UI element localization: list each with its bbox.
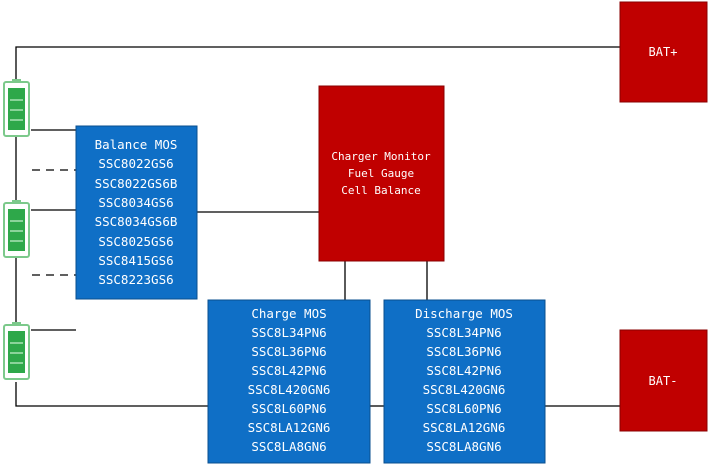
discharge-mos-box <box>383 299 546 464</box>
bat-negative-terminal: BAT- <box>619 329 708 432</box>
balance-mos-block: Balance MOS SSC8022GS6 SSC8022GS6B SSC80… <box>75 125 198 300</box>
controller-block: Charger Monitor Fuel Gauge Cell Balance <box>318 85 445 262</box>
discharge-mos-part: SSC8L420GN6 <box>423 382 506 397</box>
charge-mos-title: Charge MOS <box>251 306 326 321</box>
charge-mos-part: SSC8LA12GN6 <box>248 420 331 435</box>
discharge-mos-part: SSC8L34PN6 <box>426 325 501 340</box>
balance-mos-part: SSC8034GS6 <box>98 195 173 210</box>
battery-cell-icon <box>3 322 30 380</box>
charge-mos-part: SSC8LA8GN6 <box>251 439 326 454</box>
balance-mos-part: SSC8415GS6 <box>98 253 173 268</box>
charge-mos-part: SSC8L36PN6 <box>251 344 326 359</box>
controller-box <box>318 85 445 262</box>
balance-mos-part: SSC8034GS6B <box>95 214 178 229</box>
balance-mos-part: SSC8022GS6 <box>98 156 173 171</box>
charge-mos-part: SSC8L60PN6 <box>251 401 326 416</box>
balance-mos-part: SSC8223GS6 <box>98 272 173 287</box>
discharge-mos-part: SSC8L42PN6 <box>426 363 501 378</box>
charge-mos-block: Charge MOS SSC8L34PN6 SSC8L36PN6 SSC8L42… <box>207 299 371 464</box>
bat-positive-label: BAT+ <box>649 45 678 59</box>
balance-mos-part: SSC8022GS6B <box>95 176 178 191</box>
charge-mos-part: SSC8L34PN6 <box>251 325 326 340</box>
balance-mos-title: Balance MOS <box>95 137 178 152</box>
charge-mos-box <box>207 299 371 464</box>
discharge-mos-title: Discharge MOS <box>415 306 513 321</box>
bat-positive-terminal: BAT+ <box>619 1 708 103</box>
controller-line: Fuel Gauge <box>348 167 414 180</box>
discharge-mos-part: SSC8L36PN6 <box>426 344 501 359</box>
battery-cells <box>3 79 30 380</box>
wire-bottom-rail <box>15 382 208 407</box>
discharge-mos-part: SSC8L60PN6 <box>426 401 501 416</box>
controller-line: Charger Monitor <box>331 150 431 163</box>
battery-cell-icon <box>3 200 30 258</box>
bat-negative-box <box>619 329 708 432</box>
wire-bat-positive <box>15 46 620 84</box>
wires <box>15 46 620 407</box>
charge-mos-part: SSC8L420GN6 <box>248 382 331 397</box>
balance-mos-part: SSC8025GS6 <box>98 234 173 249</box>
dashed-sense-wires <box>32 169 76 276</box>
charge-mos-part: SSC8L42PN6 <box>251 363 326 378</box>
battery-cell-icon <box>3 79 30 137</box>
balance-mos-box <box>75 125 198 300</box>
discharge-mos-block: Discharge MOS SSC8L34PN6 SSC8L36PN6 SSC8… <box>383 299 546 464</box>
discharge-mos-part: SSC8LA8GN6 <box>426 439 501 454</box>
bat-negative-label: BAT- <box>649 374 678 388</box>
controller-line: Cell Balance <box>341 184 420 197</box>
discharge-mos-part: SSC8LA12GN6 <box>423 420 506 435</box>
bat-positive-box <box>619 1 708 103</box>
